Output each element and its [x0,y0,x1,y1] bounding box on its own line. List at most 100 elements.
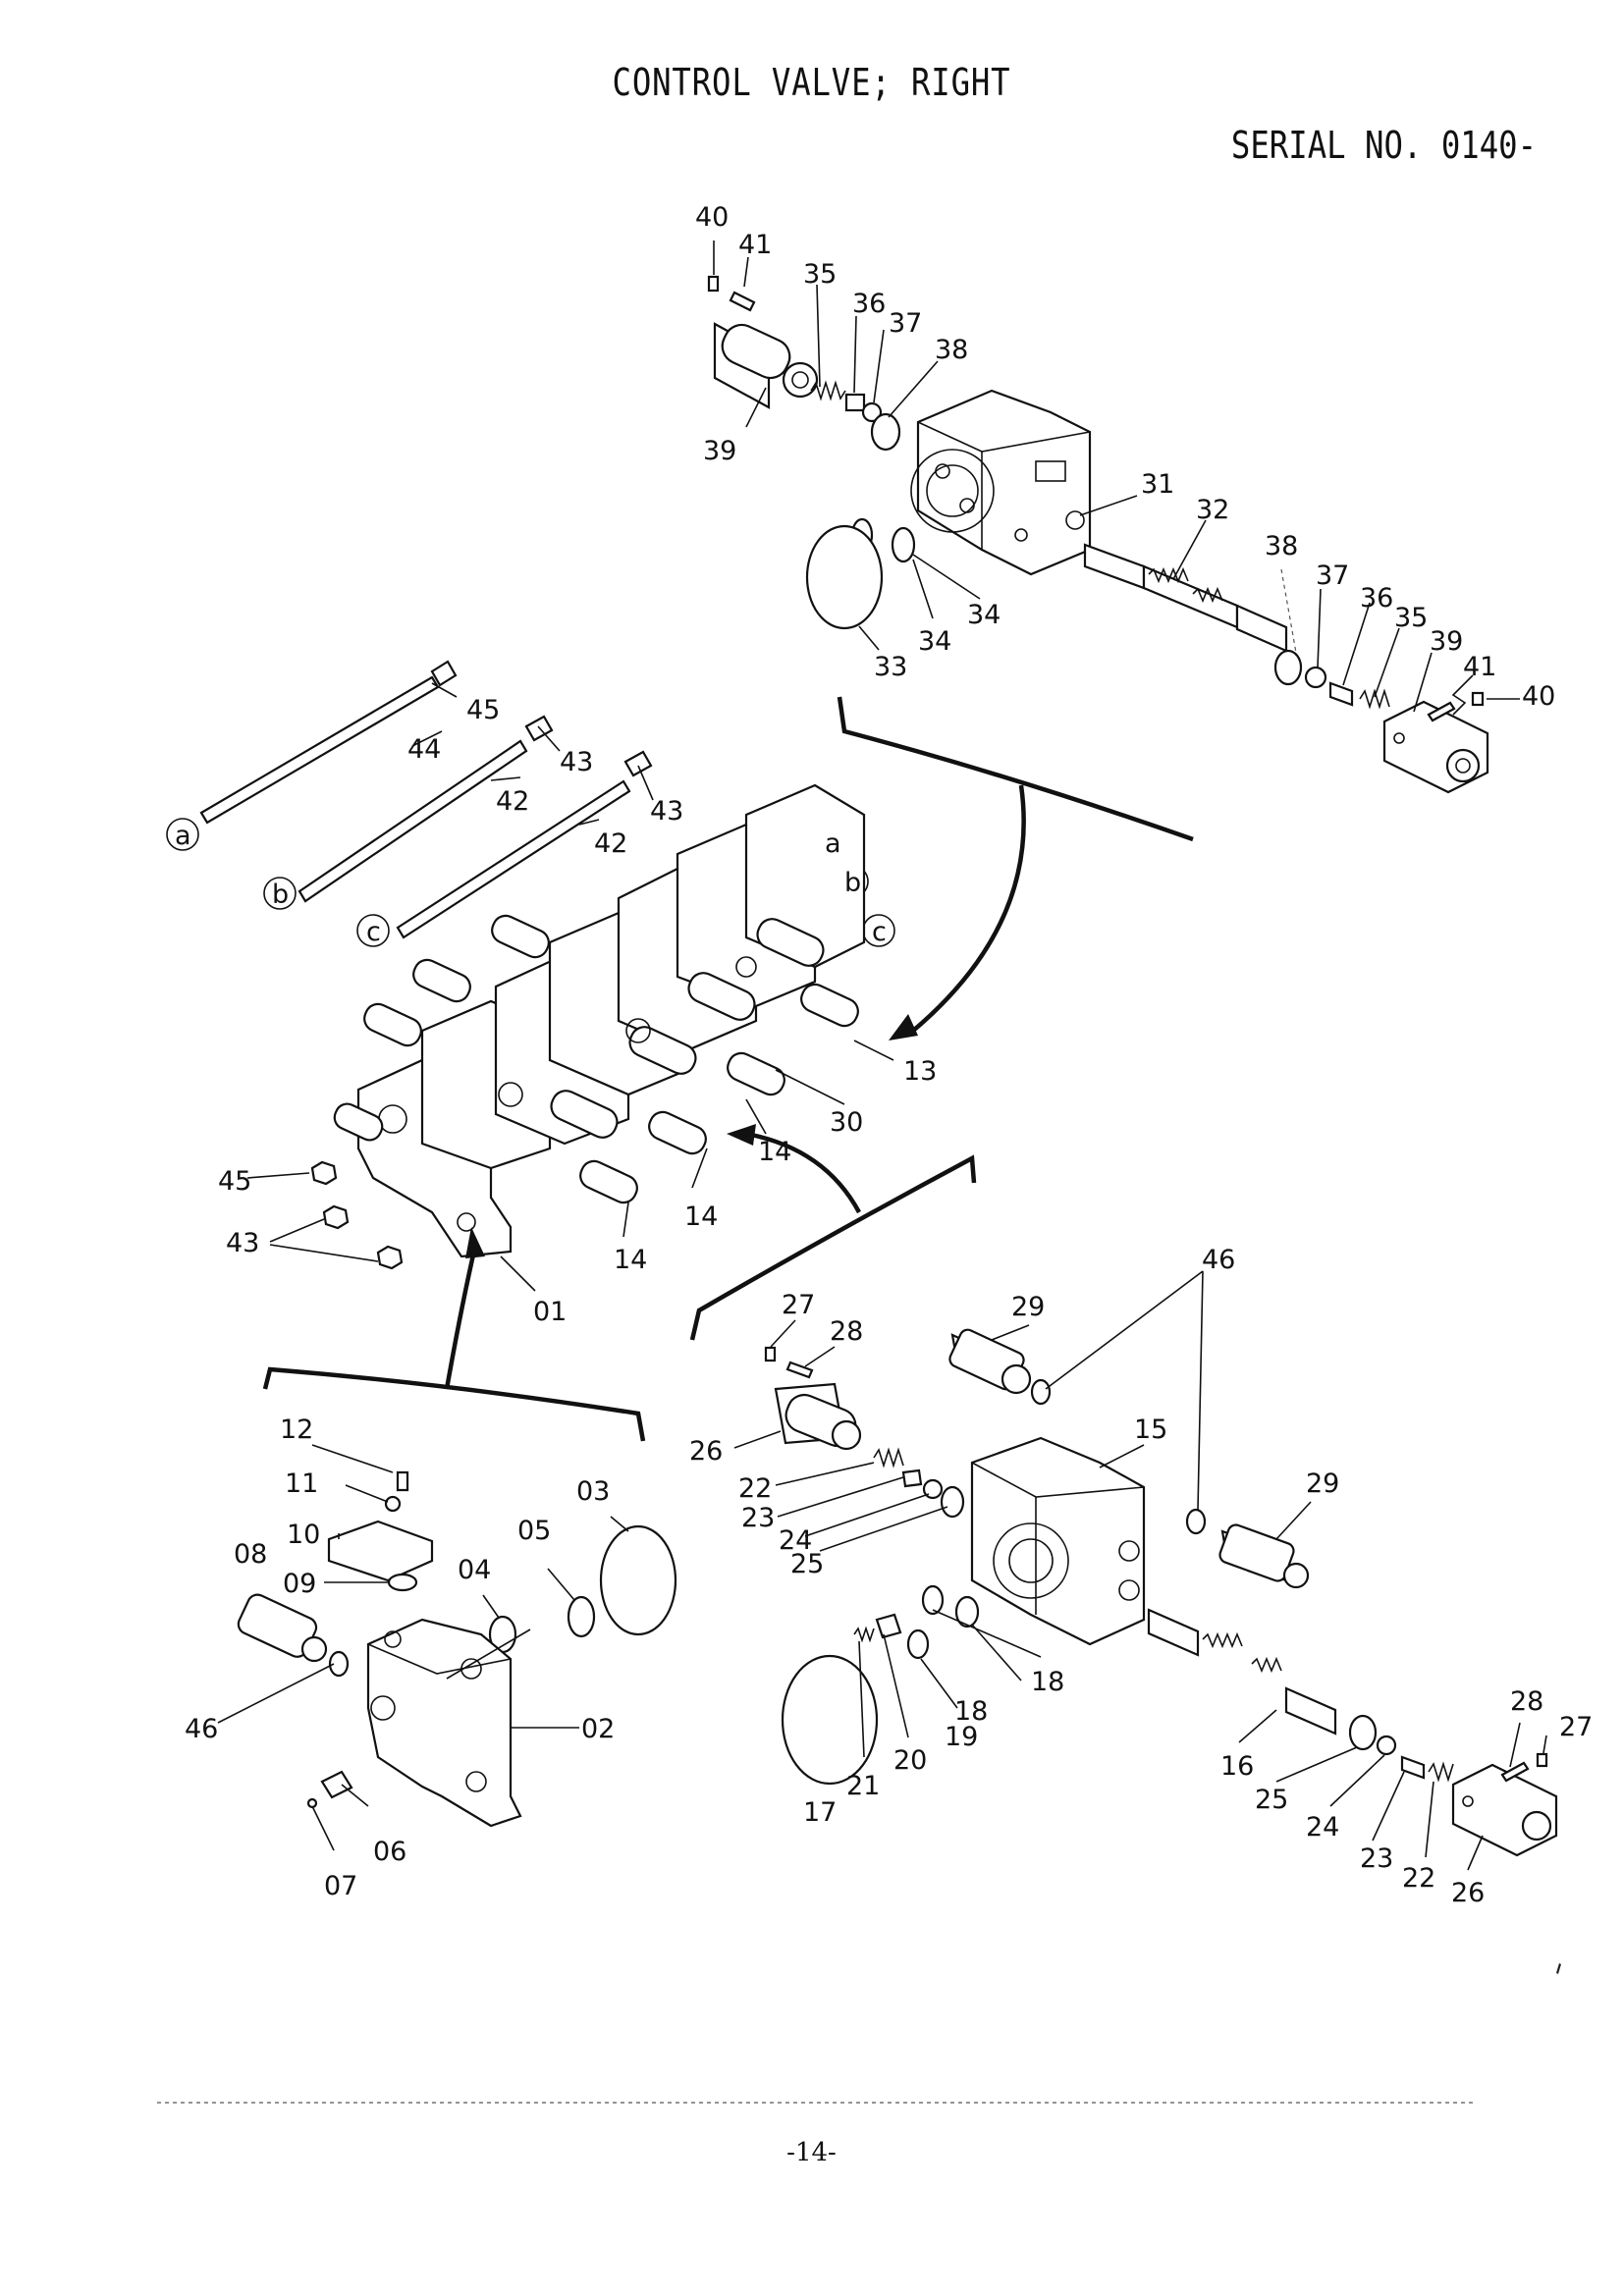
ref-letter-b: b [844,868,861,898]
callout-37: 37 [889,308,922,339]
callout-11: 11 [285,1468,318,1499]
group-bracket-right [689,1154,977,1341]
lower-right-assembly [733,1270,1558,1871]
oring-46-a [1030,1378,1052,1406]
ref-letter-c: c [366,917,381,947]
callout-10: 10 [287,1520,320,1550]
callout-36: 36 [852,289,886,319]
plug-27-a [764,1346,777,1362]
end-cap-26-right [1451,1763,1558,1857]
group-bracket-left [262,1366,646,1442]
callout-12: 12 [280,1415,313,1445]
plug-20 [875,1613,902,1639]
arrow-head-01 [465,1227,485,1258]
top-section-assembly [707,240,1520,794]
callout-14: 14 [758,1137,791,1167]
callout-22: 22 [738,1473,772,1504]
bolt-41-top [729,291,756,312]
oring-34-top-b [891,526,916,563]
callout-38: 38 [935,335,968,365]
serial-number: SERIAL NO. 0140- [1230,124,1537,167]
bolt-28-b [1500,1761,1530,1783]
callout-22: 22 [1402,1863,1435,1894]
plug-40-right [1471,691,1485,707]
valve-body-15 [970,1436,1146,1646]
leaders-lower-left [217,1444,629,1851]
callout-42: 42 [496,786,529,817]
oring-38-right [1273,649,1303,686]
bolt-12 [396,1470,409,1492]
callout-42: 42 [594,828,627,859]
callout-24: 24 [1306,1812,1339,1842]
callout-30: 30 [830,1107,863,1138]
callout-01: 01 [533,1297,567,1327]
oring-19 [906,1629,930,1660]
spring-21 [853,1626,875,1643]
leaders-main [246,682,894,1292]
callout-29: 29 [1011,1292,1045,1322]
callout-18: 18 [1031,1667,1064,1697]
callout-05: 05 [517,1516,551,1546]
callout-07: 07 [324,1871,357,1901]
callout-14: 14 [684,1201,718,1232]
main-valve-stack [310,783,866,1270]
leaders-top [713,240,1520,716]
end-cap-39-right [1382,700,1489,794]
callout-02: 02 [581,1714,615,1744]
oring-46-b [1185,1508,1207,1535]
callout-21: 21 [846,1771,880,1801]
group-bracket-top [837,696,1194,842]
callout-26: 26 [1451,1878,1485,1908]
scan-speck [1556,1963,1561,1974]
callout-46: 46 [185,1714,218,1744]
callout-31: 31 [1141,469,1174,500]
callout-32: 32 [1196,495,1229,525]
arrow-head-14 [727,1124,756,1146]
callout-39: 39 [703,436,736,466]
callout-43: 43 [560,747,593,777]
seat-36-right [1328,681,1354,707]
washer-24-b [1376,1735,1397,1756]
washer-37-top [861,401,883,423]
callout-29: 29 [1306,1468,1339,1499]
callout-35: 35 [1394,603,1428,633]
callout-43: 43 [650,796,683,827]
plug-40-top [707,275,720,293]
washer-11 [384,1495,402,1513]
end-cap-39-top [713,322,819,409]
callout-40: 40 [1522,681,1555,712]
callout-33: 33 [874,652,907,682]
ref-letter-b: b [272,880,289,910]
callout-25: 25 [790,1549,824,1579]
page-title: CONTROL VALVE; RIGHT [612,61,1011,104]
callout-35: 35 [803,259,837,290]
bolt-28-a [785,1361,814,1379]
callout-20: 20 [893,1745,927,1776]
ref-letter-c: c [872,917,887,947]
callout-03: 03 [576,1476,610,1507]
callout-23: 23 [741,1503,775,1533]
callout-34: 34 [918,626,951,657]
callout-25: 25 [1255,1785,1288,1815]
spring-22-a [873,1447,904,1468]
spool-16 [1147,1608,1337,1735]
callout-34: 34 [967,600,1001,630]
plug-27-b [1536,1752,1548,1768]
callout-23: 23 [1360,1843,1393,1874]
callout-08: 08 [234,1539,267,1570]
relief-valve-29-top [948,1328,1032,1395]
oring-25-a [940,1485,965,1519]
callout-44: 44 [407,734,441,765]
callout-27: 27 [782,1290,815,1320]
arrow-to-14 [745,1131,861,1214]
seat-23-b [1400,1755,1426,1780]
callout-40: 40 [695,202,729,233]
callout-46: 46 [1202,1245,1235,1275]
arrow-head-13 [889,1014,918,1041]
callout-16: 16 [1220,1751,1254,1782]
spring-35-top [810,380,846,401]
seat-36-top [844,393,866,412]
callout-19: 19 [945,1722,978,1752]
callout-45: 45 [466,695,500,725]
oring-09 [387,1573,418,1592]
